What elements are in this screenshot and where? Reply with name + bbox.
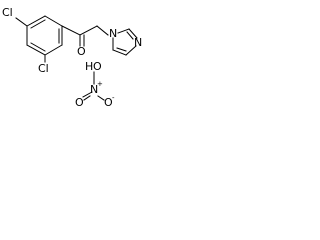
structure-canvas: Cl Cl O N N H O N + O O - bbox=[0, 0, 152, 113]
bond-cl-top bbox=[15, 17, 28, 27]
bond-ch2-n bbox=[96, 25, 109, 36]
bond bbox=[44, 15, 63, 27]
atom-nitrate-o-left: O bbox=[75, 96, 84, 109]
bond bbox=[83, 95, 91, 101]
bond bbox=[112, 49, 127, 56]
atom-cl-bottom: Cl bbox=[38, 62, 49, 75]
bond bbox=[26, 44, 46, 56]
chemical-structure: Cl Cl O N N H O N + O O - bbox=[2, 6, 142, 109]
double-bond-inner bbox=[30, 19, 46, 29]
bond bbox=[128, 28, 138, 39]
benzene-ring bbox=[26, 15, 63, 56]
bond bbox=[26, 15, 46, 27]
imidazole-ring bbox=[112, 28, 138, 56]
atom-imidazole-n1: N bbox=[109, 27, 117, 40]
bond-ring-carbonyl bbox=[61, 25, 81, 36]
double-bond bbox=[82, 91, 93, 98]
atom-nitrate-h: H bbox=[85, 60, 93, 73]
bond bbox=[97, 95, 105, 101]
atom-nitrate-o-right: O bbox=[104, 96, 113, 109]
nitrate-o-charge: - bbox=[112, 94, 115, 102]
atom-nitrate-n: N bbox=[90, 83, 98, 96]
bond bbox=[44, 44, 63, 56]
bond bbox=[117, 28, 130, 34]
bond-carbonyl-ch2 bbox=[79, 25, 98, 36]
atom-cl-top: Cl bbox=[2, 6, 13, 19]
double-bond-inner bbox=[116, 47, 127, 52]
atom-nitrate-o-top: O bbox=[93, 60, 102, 73]
double-bond-inner bbox=[30, 42, 46, 52]
bond bbox=[125, 45, 137, 56]
atom-carbonyl-o: O bbox=[77, 45, 86, 58]
double-bond-inner bbox=[126, 31, 134, 40]
nitrate-ion bbox=[82, 71, 105, 101]
nitrate-n-charge: + bbox=[97, 80, 103, 88]
atom-imidazole-n3: N bbox=[134, 36, 142, 49]
